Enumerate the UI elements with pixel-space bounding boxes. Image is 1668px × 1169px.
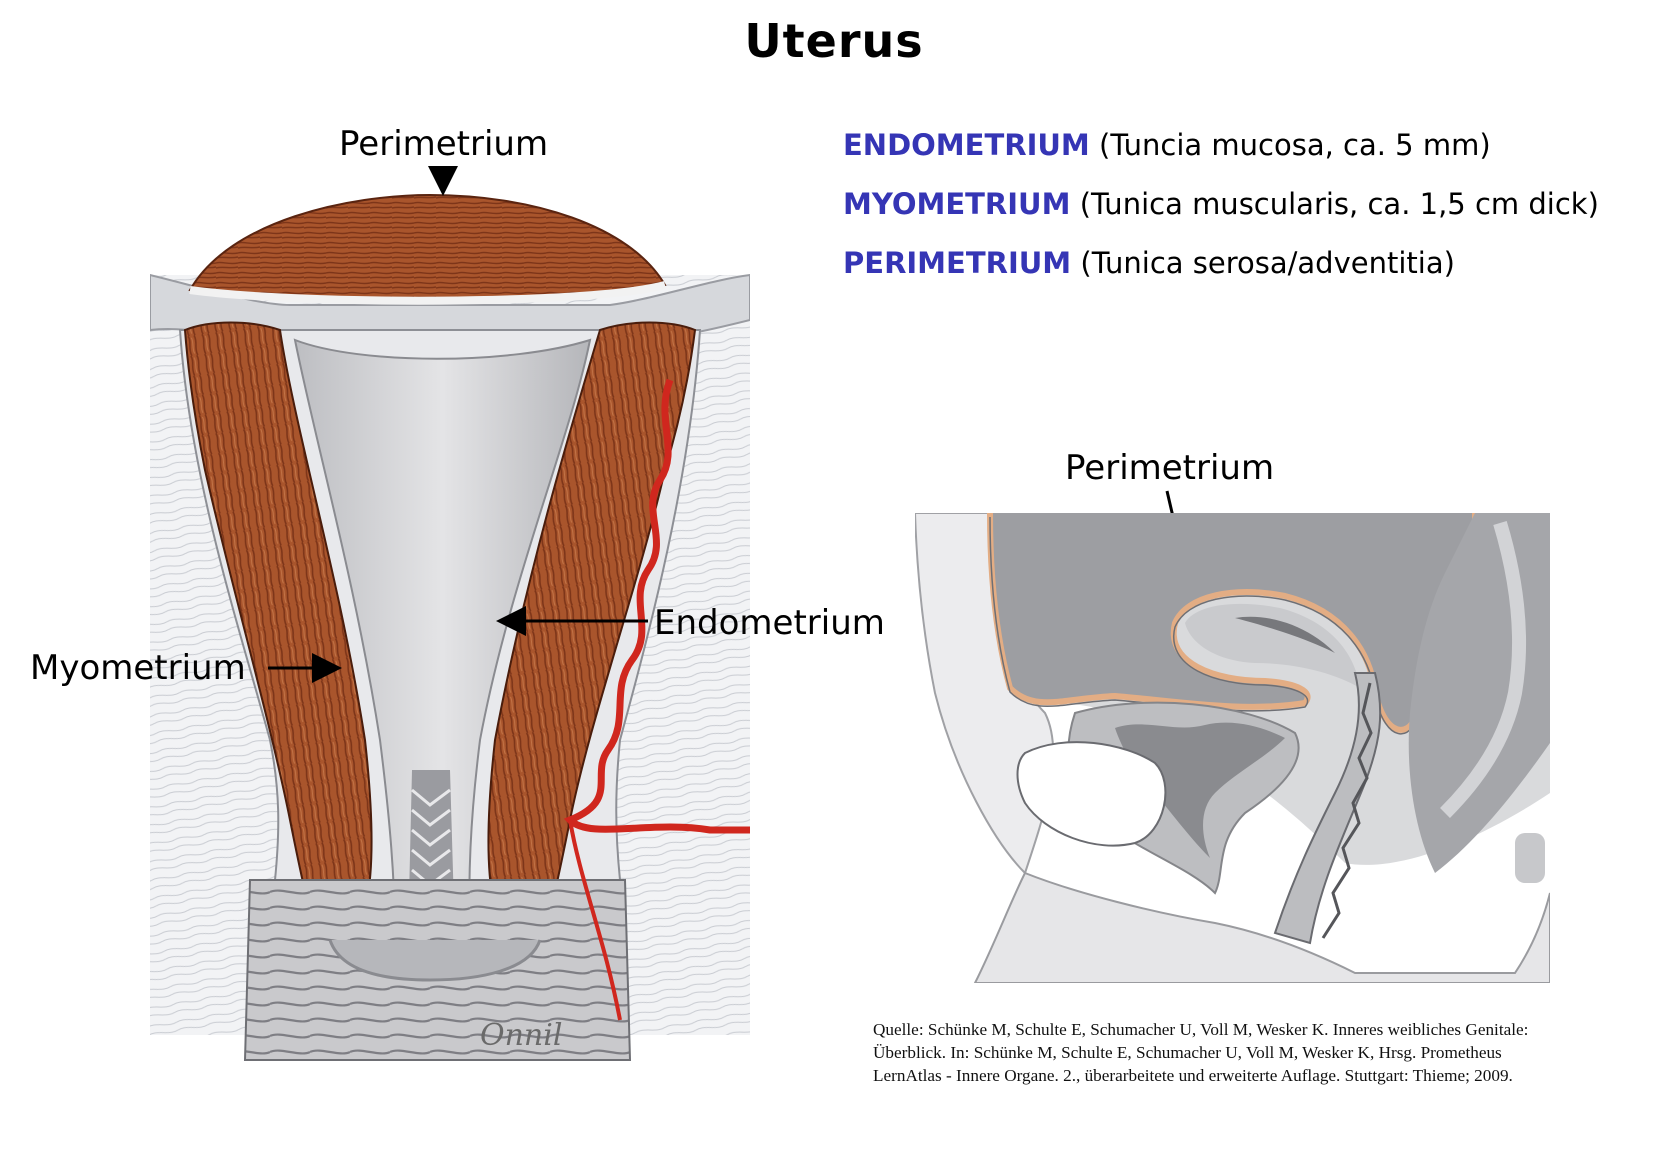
legend-term: MYOMETRIUM: [843, 187, 1071, 221]
legend-row-perimetrium: PERIMETRIUM (Tunica serosa/adventitia): [843, 234, 1599, 293]
legend-desc: (Tunica muscularis, ca. 1,5 cm dick): [1079, 187, 1599, 221]
source-line: Überblick. In: Schünke M, Schulte E, Sch…: [873, 1043, 1502, 1062]
page-title: Uterus: [744, 14, 924, 68]
artist-signature: Onnil: [480, 1018, 562, 1053]
uterus-frontal-illustration: Onnil: [150, 193, 750, 1061]
legend-desc: (Tunica serosa/adventitia): [1080, 246, 1455, 280]
label-perimetrium-left: Perimetrium: [339, 124, 549, 164]
source-line: Quelle: Schünke M, Schulte E, Schumacher…: [873, 1020, 1529, 1039]
legend-row-endometrium: ENDOMETRIUM (Tuncia mucosa, ca. 5 mm): [843, 116, 1599, 175]
label-endometrium: Endometrium: [654, 603, 885, 643]
label-myometrium: Myometrium: [30, 648, 246, 688]
legend-term: PERIMETRIUM: [843, 246, 1072, 280]
legend-term: ENDOMETRIUM: [843, 128, 1090, 162]
label-perimetrium-right: Perimetrium: [1065, 448, 1275, 488]
source-citation: Quelle: Schünke M, Schulte E, Schumacher…: [873, 1018, 1603, 1087]
legend-row-myometrium: MYOMETRIUM (Tunica muscularis, ca. 1,5 c…: [843, 175, 1599, 234]
source-line: LernAtlas - Innere Organe. 2., überarbei…: [873, 1066, 1513, 1085]
pelvis-sagittal-illustration: [915, 513, 1550, 983]
layer-legend: ENDOMETRIUM (Tuncia mucosa, ca. 5 mm) MY…: [843, 116, 1599, 293]
legend-desc: (Tuncia mucosa, ca. 5 mm): [1099, 128, 1491, 162]
